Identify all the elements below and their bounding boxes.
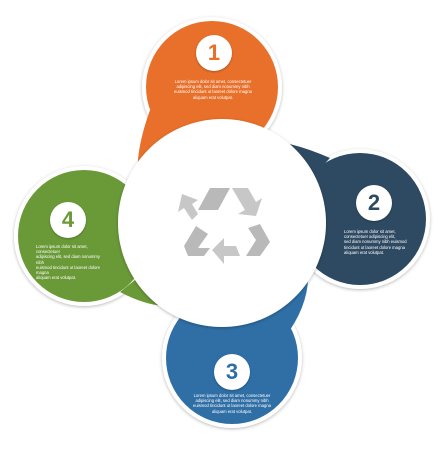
step-2-shape bbox=[250, 139, 430, 289]
center-disc bbox=[118, 119, 326, 327]
recycle-arrow-left bbox=[178, 194, 210, 256]
recycle-arrow-right bbox=[212, 224, 270, 264]
step-2-number: 2 bbox=[356, 185, 392, 221]
step-4-circle bbox=[18, 170, 150, 302]
step-1-text: Lorem ipsum dolor sit amet, consectetuer… bbox=[174, 79, 252, 100]
step-3-text: Lorem ipsum dolor sit amet, consectetuer… bbox=[193, 393, 271, 414]
step-2-text: Lorem ipsum dolor sit amet, consectetuer… bbox=[344, 229, 407, 255]
step-2-circle bbox=[294, 153, 426, 285]
step-1-number: 1 bbox=[196, 35, 232, 71]
recycle-arrow-top bbox=[198, 188, 262, 216]
recycle-icon bbox=[178, 188, 270, 264]
step-3-number: 3 bbox=[214, 354, 250, 390]
step-4-text: Lorem ipsum dolor sit amet, consectetuer… bbox=[36, 244, 101, 281]
step-4-number: 4 bbox=[50, 202, 86, 238]
step-1-circle bbox=[146, 21, 278, 153]
